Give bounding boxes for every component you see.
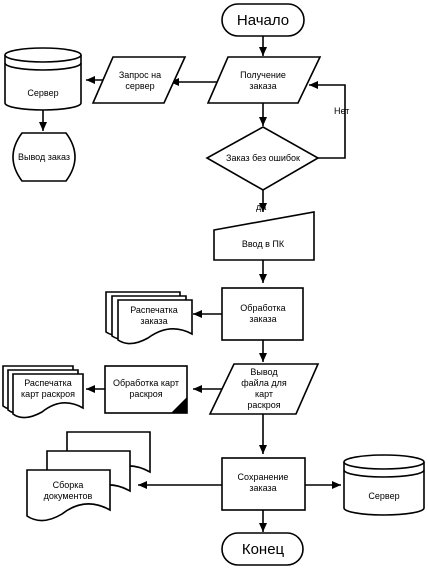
get-order-label-1: Получение <box>240 70 286 80</box>
process-order-node: Обработка заказа <box>221 287 304 341</box>
save-order-node: Сохранение заказа <box>221 457 306 511</box>
print-order-label-1: Распечатка <box>130 305 178 315</box>
yes-label: да <box>256 202 266 212</box>
output-file-label-4: раскроя <box>247 400 280 410</box>
docs-label-1: Сборка <box>53 480 84 490</box>
output-file-label-2: файла для <box>241 378 287 388</box>
process-cards-label-1: Обработка карт <box>113 378 179 388</box>
docs-label-2: документов <box>44 491 93 501</box>
server-bottom-node: Сервер <box>343 454 425 516</box>
process-order-label-1: Обработка <box>240 303 285 313</box>
print-order-node <box>105 291 193 345</box>
request-label-1: Запрос на <box>119 70 161 80</box>
request-label-2: сервер <box>125 81 154 91</box>
end-terminator: Конец <box>221 532 304 566</box>
start-label: Начало <box>237 12 289 29</box>
server-top-label: Сервер <box>27 88 58 98</box>
save-order-label-2: заказа <box>249 483 276 493</box>
print-cards-label-1: Распечатка <box>24 378 72 388</box>
arrow-decision-no-loop <box>309 81 346 159</box>
output-file-node: Вывод файла для карт раскроя <box>208 363 320 415</box>
end-label: Конец <box>242 541 285 558</box>
get-order-node: Получение заказа <box>206 56 322 104</box>
request-node: Запрос на сервер <box>91 56 187 104</box>
save-order-label-1: Сохранение <box>238 472 289 482</box>
process-cards-node: Обработка карт раскроя <box>104 365 188 414</box>
process-cards-label-2: раскроя <box>129 389 162 399</box>
decision-node: Заказ без ошибок <box>205 126 320 191</box>
server-top-node: Сервер <box>4 47 82 111</box>
get-order-label-2: заказа <box>249 81 276 91</box>
docs-node <box>26 431 151 522</box>
print-cards-label-2: карт раскроя <box>21 389 75 399</box>
output-file-label-1: Вывод <box>250 367 278 377</box>
print-order-label-2: заказа <box>140 316 167 326</box>
print-cards-node <box>2 365 84 419</box>
output-file-label-3: карт <box>255 389 273 399</box>
start-terminator: Начало <box>221 3 305 37</box>
decision-label: Заказ без ошибок <box>226 153 300 163</box>
no-label: Нет <box>334 106 349 116</box>
output-order-node: Вывод заказ <box>12 132 76 182</box>
output-order-label: Вывод заказ <box>18 152 70 162</box>
server-bottom-label: Сервер <box>368 491 399 501</box>
input-pc-label: Ввод в ПК <box>242 239 285 249</box>
process-order-label-2: заказа <box>249 314 276 324</box>
input-pc-node: Ввод в ПК <box>213 211 315 261</box>
